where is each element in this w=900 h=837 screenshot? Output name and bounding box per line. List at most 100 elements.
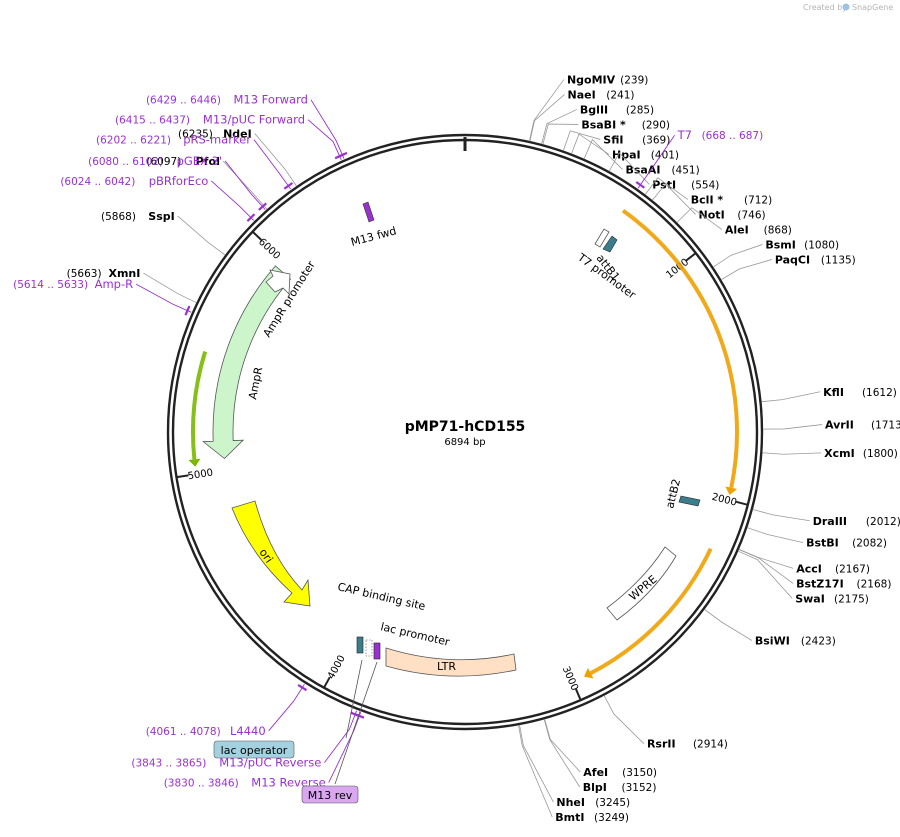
- attb1-site[interactable]: [602, 235, 618, 253]
- enzyme-name: PfoI: [196, 155, 221, 168]
- enzyme-site[interactable]: BmtI(3249): [555, 811, 629, 824]
- m13-fwd-primer-arrow[interactable]: [362, 201, 375, 223]
- enzyme-position: (1800): [863, 448, 898, 460]
- lac-operator-box-label: lac operator: [221, 744, 288, 757]
- enzyme-site[interactable]: AvrII(1713): [825, 419, 900, 432]
- enzyme-site[interactable]: HpaI(401): [612, 148, 679, 161]
- orange-feature-arrow-2[interactable]: [589, 547, 713, 675]
- lac-promoter-feature[interactable]: [365, 639, 373, 657]
- m13-rev-box-label: M13 rev: [308, 789, 353, 802]
- primer-range: (5614 .. 5633): [13, 279, 88, 291]
- lac-operator-box[interactable]: lac operator: [213, 740, 295, 759]
- enzyme-site[interactable]: BsiWI(2423): [755, 634, 836, 647]
- enzyme-site[interactable]: PaqCI(1135): [775, 253, 856, 266]
- enzyme-site[interactable]: BsaBI *(290): [581, 118, 670, 131]
- plasmid-name: pMP71-hCD155: [405, 419, 526, 435]
- enzyme-leader-line: [519, 724, 554, 803]
- ampr-promoter-arrow[interactable]: [265, 269, 291, 295]
- ori-feature[interactable]: [231, 500, 311, 607]
- enzyme-position: (2175): [834, 593, 869, 605]
- primer-name: pGEX 3': [177, 154, 223, 168]
- primer-site[interactable]: M13 Forward(6429 .. 6446): [146, 93, 348, 159]
- lac-promoter-label: lac promoter: [379, 620, 451, 649]
- enzyme-leader-line: [518, 725, 553, 818]
- enzyme-position: (241): [606, 89, 634, 101]
- enzyme-name: SwaI: [795, 592, 825, 605]
- ampr-label: AmpR: [246, 365, 265, 400]
- enzyme-site[interactable]: SfiI(369): [603, 133, 670, 146]
- tick-mark: [685, 252, 696, 262]
- primer-site[interactable]: M13/pUC Reverse(3843 .. 3865): [131, 710, 361, 770]
- enzyme-position: (1080): [804, 239, 839, 251]
- enzyme-site[interactable]: AleI(868): [725, 223, 792, 236]
- primer-site[interactable]: M13/pUC Forward(6415 .. 6437): [115, 113, 345, 160]
- enzyme-site[interactable]: SspI(5868): [101, 210, 175, 223]
- enzyme-site[interactable]: NgoMIV(239): [567, 73, 648, 86]
- primer-site[interactable]: pGEX 3'(6080 .. 6102): [88, 154, 267, 211]
- enzyme-site[interactable]: NdeI(6235): [178, 127, 252, 140]
- lac-operator-feature[interactable]: [373, 642, 381, 660]
- enzyme-name: BsaBI *: [581, 118, 626, 131]
- enzyme-name: BglII: [580, 103, 608, 116]
- enzyme-site[interactable]: AccI(2167): [796, 562, 870, 575]
- enzyme-leader-line: [720, 259, 772, 281]
- ltr-feature[interactable]: [385, 647, 517, 677]
- primer-name: M13 Forward: [233, 93, 307, 107]
- enzyme-position: (2012): [866, 516, 900, 528]
- enzyme-name: BsaAI: [625, 163, 660, 176]
- attb2-site[interactable]: [678, 495, 701, 507]
- enzyme-site[interactable]: KflI (1612): [823, 386, 897, 399]
- enzyme-name: AleI: [725, 223, 749, 236]
- primer-leader-line: [211, 180, 255, 221]
- enzyme-site[interactable]: NheI(3245): [556, 796, 630, 809]
- enzyme-site[interactable]: BlpI(3152): [583, 781, 657, 794]
- m13-rev-box[interactable]: M13 rev: [301, 785, 359, 804]
- primer-layer: T7(668 .. 687)M13 Forward(6429 .. 6446)M…: [13, 93, 763, 790]
- primer-site[interactable]: T7(668 .. 687): [635, 128, 763, 189]
- primer-site[interactable]: L4440(4061 .. 4078): [146, 683, 308, 738]
- primer-leader-line: [637, 134, 675, 189]
- enzyme-site[interactable]: PfoI(6097): [146, 155, 220, 168]
- primer-site[interactable]: pRS-marker(6202 .. 6221): [96, 133, 294, 190]
- enzyme-site[interactable]: DraIII(2012): [813, 515, 900, 528]
- primer-name: M13/pUC Forward: [203, 113, 305, 127]
- enzyme-site[interactable]: BclI *(712): [691, 193, 772, 206]
- enzyme-leader-line: [644, 177, 689, 200]
- orange-feature-arrow-1[interactable]: [621, 208, 739, 489]
- ltr-label: LTR: [437, 660, 456, 673]
- ampr-feature[interactable]: [202, 265, 292, 460]
- enzyme-leader-line: [571, 133, 610, 155]
- enzyme-name: KflI: [823, 386, 844, 399]
- enzyme-site[interactable]: AfeI(3150): [583, 766, 657, 779]
- enzyme-site[interactable]: RsrII(2914): [647, 738, 728, 751]
- primer-site[interactable]: pBRforEco(6024 .. 6042): [60, 174, 256, 222]
- enzyme-name: NotI: [699, 208, 725, 221]
- enzyme-position: (1612): [862, 387, 897, 399]
- enzyme-position: (3249): [594, 812, 629, 824]
- enzyme-site[interactable]: BsaAI(451): [625, 163, 699, 176]
- enzyme-layer: NgoMIV(239) NaeI(241) BglII(285) BsaBI *(29…: [67, 73, 900, 824]
- wpre-feature[interactable]: [606, 546, 677, 621]
- enzyme-position: (746): [737, 209, 765, 221]
- enzyme-site[interactable]: BsmI(1080): [765, 238, 839, 251]
- enzyme-site[interactable]: BstZ17I(2168): [796, 577, 891, 590]
- t7-promoter-arrow[interactable]: [594, 228, 610, 248]
- enzyme-site[interactable]: XmnI(5663): [67, 267, 141, 280]
- ampr-outer-arrow[interactable]: [191, 350, 208, 460]
- enzyme-site[interactable]: BstBI(2082): [806, 537, 887, 550]
- enzyme-site[interactable]: SwaI (2175): [795, 592, 869, 605]
- primer-name: pBRforEco: [149, 174, 209, 188]
- cap-binding-site-feature[interactable]: [356, 636, 364, 654]
- enzyme-site[interactable]: BglII(285): [580, 103, 654, 116]
- primer-name: M13/pUC Reverse: [219, 756, 321, 770]
- enzyme-leader-line: [254, 133, 297, 187]
- primer-leader-line: [224, 160, 266, 210]
- cap-binding-site-label: CAP binding site: [336, 580, 427, 613]
- enzyme-leader-line: [529, 94, 565, 142]
- enzyme-site[interactable]: XcmI(1800): [824, 447, 898, 460]
- enzyme-site[interactable]: NaeI(241): [568, 88, 635, 101]
- enzyme-site[interactable]: PstI(554): [652, 178, 719, 191]
- enzyme-site[interactable]: NotI (746): [699, 208, 766, 221]
- primer-site[interactable]: Amp-R(5614 .. 5633): [13, 277, 192, 316]
- primer-leader-line: [307, 119, 342, 160]
